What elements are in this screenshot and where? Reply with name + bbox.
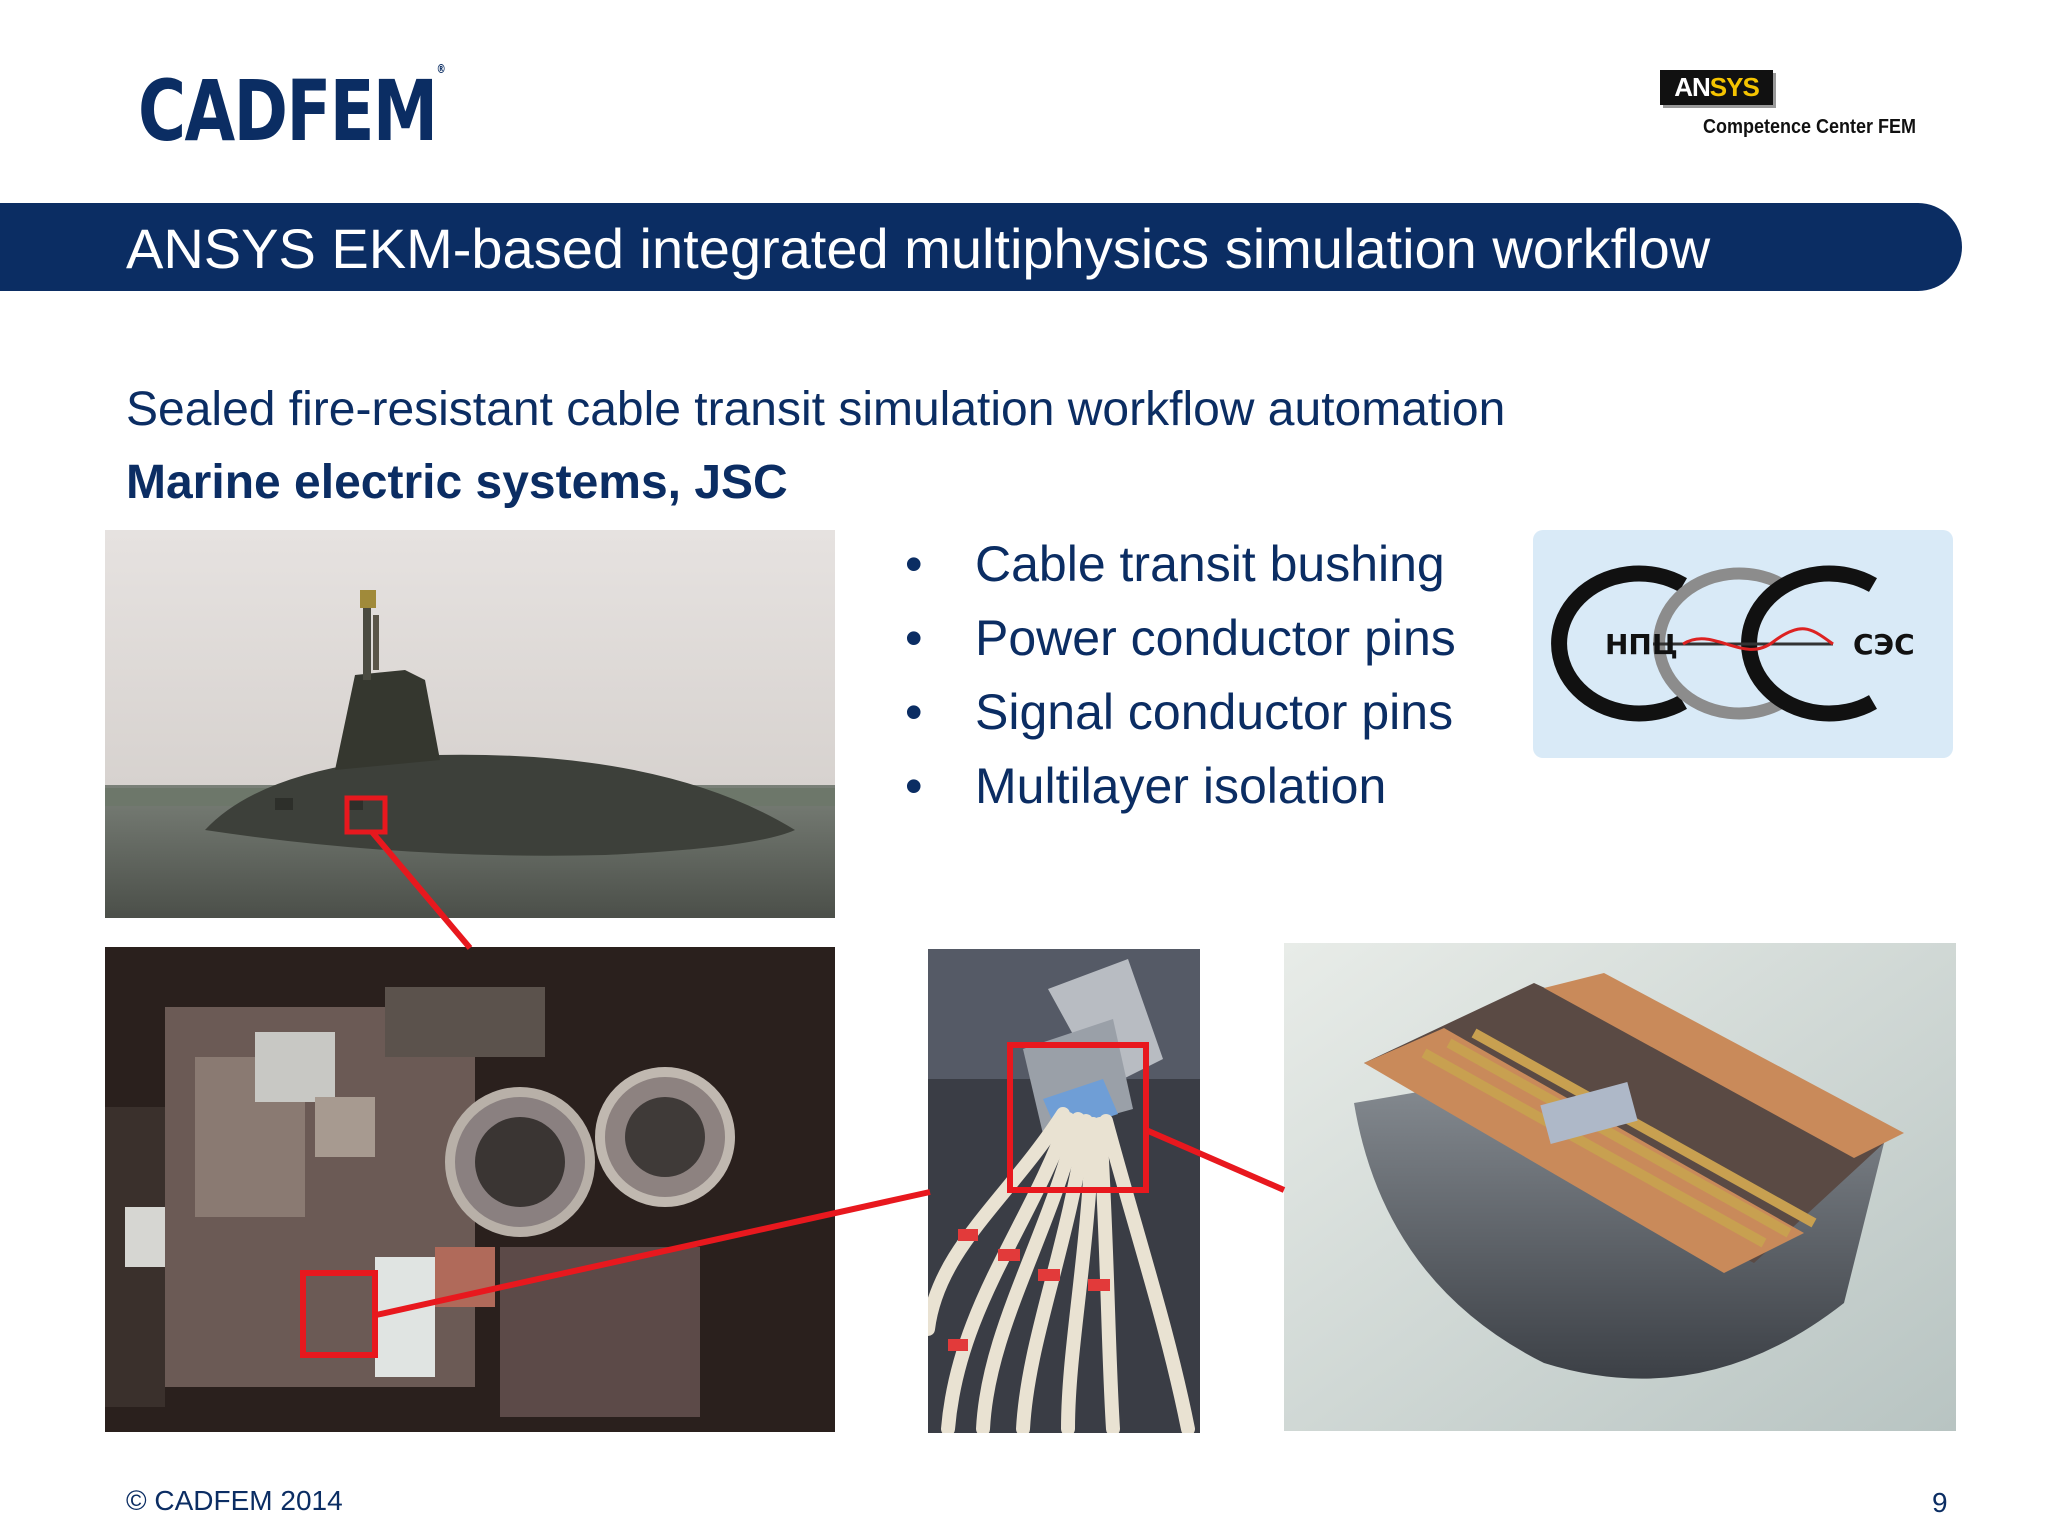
slide-title: ANSYS EKM-based integrated multiphysics … <box>126 217 1711 280</box>
submarine-interior-photo <box>105 947 835 1432</box>
copyright: © CADFEM 2014 <box>126 1485 343 1516</box>
title-bar <box>0 203 1962 291</box>
logo-right-text: СЭС <box>1853 628 1915 661</box>
bullet-list: •Cable transit bushing •Power conductor … <box>905 527 1456 823</box>
competence-center-label: Competence Center FEM <box>1703 116 1917 138</box>
submarine-photo <box>105 530 835 918</box>
logo-left-text: НПЦ <box>1605 628 1678 661</box>
company-logo: НПЦ СЭС <box>1533 530 1953 758</box>
bullet-item: •Signal conductor pins <box>905 684 1454 740</box>
cable-bundle-photo <box>928 949 1200 1433</box>
page-number: 9 <box>1932 1487 1948 1518</box>
cadfem-logo: CADFEM® <box>138 62 446 160</box>
bullet-item: •Multilayer isolation <box>905 758 1387 814</box>
company-name: Marine electric systems, JSC <box>126 456 788 509</box>
connector-cutaway-photo <box>1284 943 1956 1431</box>
slide-subtitle: Sealed fire-resistant cable transit simu… <box>126 383 1506 436</box>
bullet-item: •Cable transit bushing <box>905 536 1445 592</box>
bullet-item: •Power conductor pins <box>905 610 1456 666</box>
